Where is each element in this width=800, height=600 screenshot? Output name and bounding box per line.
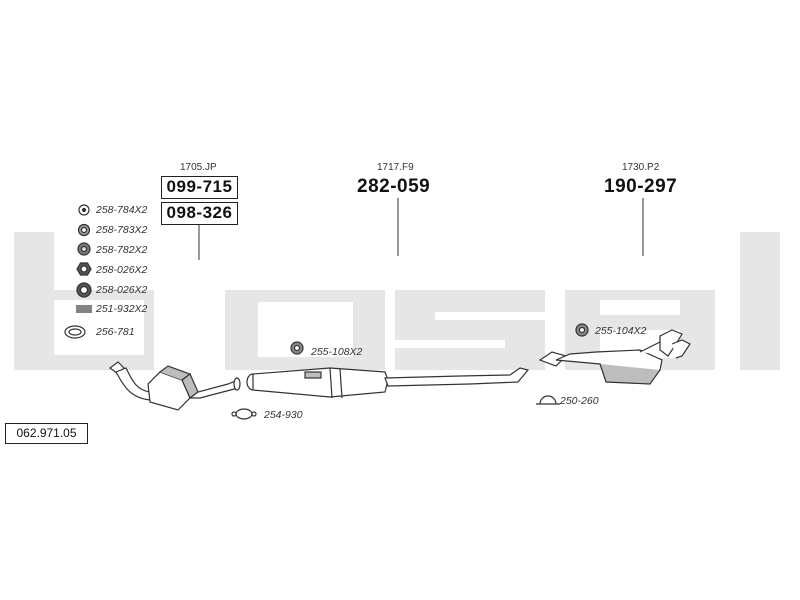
rubber-mount-icon: [290, 341, 304, 355]
part-label[interactable]: 258-026X2: [96, 284, 148, 296]
part-label[interactable]: 258-783X2: [96, 224, 148, 236]
center-silencer: [246, 367, 530, 399]
section-ref-1717: 1717.F9: [377, 162, 414, 173]
part-label[interactable]: 254-930: [264, 409, 303, 421]
part-label[interactable]: 258-784X2: [96, 204, 148, 216]
part-code-box[interactable]: 098-326: [161, 202, 238, 225]
rubber-mount-icon: [575, 323, 589, 337]
part-label[interactable]: 250-260: [560, 395, 599, 407]
front-pipe-catalyst: [109, 361, 241, 411]
bosal-watermark: [14, 232, 780, 370]
part-label[interactable]: 256-781: [96, 326, 135, 338]
gasket-icon: [231, 408, 257, 420]
part-label[interactable]: 255-108X2: [311, 346, 363, 358]
hex-nut-icon: [76, 262, 92, 276]
kit-number: 062.971.05: [5, 423, 88, 444]
washer-icon: [78, 204, 90, 216]
part-label[interactable]: 255-104X2: [595, 325, 647, 337]
section-ref-1705: 1705.JP: [180, 162, 217, 173]
nut-icon: [77, 223, 91, 237]
nut-icon: [77, 242, 91, 256]
part-label[interactable]: 258-782X2: [96, 244, 148, 256]
part-label[interactable]: 258-026X2: [96, 264, 148, 276]
rear-silencer: [538, 329, 691, 385]
gasket-ring-icon: [64, 325, 86, 339]
part-code[interactable]: 282-059: [357, 176, 431, 197]
flange-nut-icon: [76, 282, 92, 298]
part-code-box[interactable]: 099-715: [161, 176, 238, 199]
part-code[interactable]: 190-297: [604, 176, 678, 197]
clamp-icon: [536, 395, 560, 405]
part-label[interactable]: 251-932X2: [96, 303, 148, 315]
section-ref-1730: 1730.P2: [622, 162, 660, 173]
spring-icon: [76, 305, 92, 313]
